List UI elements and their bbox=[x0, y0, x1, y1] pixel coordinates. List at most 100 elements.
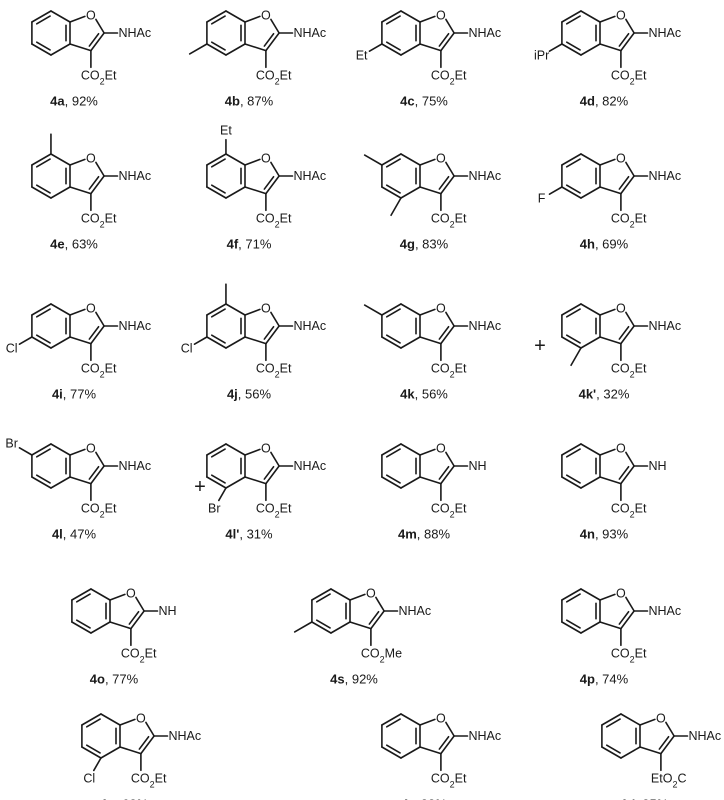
compound-4q: ONHAcCO2EtCl4q, 62% bbox=[81, 711, 202, 800]
ester-label: CO2Et bbox=[256, 501, 292, 519]
amide-label: NHAc bbox=[294, 169, 327, 183]
compound-label: 4e, 63% bbox=[50, 237, 98, 252]
compound-label: 4f, 71% bbox=[227, 237, 272, 252]
ester-label: CO2Et bbox=[256, 361, 292, 379]
compound-label: 4j, 56% bbox=[227, 387, 272, 402]
compound-label: 4s, 92% bbox=[330, 672, 378, 687]
amide-label: NHAc bbox=[649, 26, 682, 40]
ring-oxygen-label: O bbox=[436, 711, 446, 725]
ring-oxygen-label: O bbox=[86, 8, 96, 22]
ester-label: CO2Et bbox=[431, 361, 467, 379]
compound-label: 4m, 88% bbox=[398, 527, 450, 542]
plus-sign: + bbox=[194, 476, 206, 498]
compound-label: 4k', 32% bbox=[579, 387, 630, 402]
ester-label: CO2Et bbox=[81, 211, 117, 229]
amide-label: NHAc bbox=[169, 729, 202, 743]
amide-label: NHAc bbox=[689, 729, 722, 743]
ester-label: CO2Et bbox=[611, 646, 647, 664]
ester-label: CO2Et bbox=[611, 211, 647, 229]
ring-oxygen-label: O bbox=[436, 8, 446, 22]
amide-label: NHAc bbox=[469, 26, 502, 40]
compound-label: 4g, 83% bbox=[400, 237, 449, 252]
ring-oxygen-label: O bbox=[436, 151, 446, 165]
ring-oxygen-label: O bbox=[261, 441, 271, 455]
compound-label: 4b, 87% bbox=[225, 94, 274, 109]
substituent-label: Br bbox=[5, 436, 18, 450]
compound-label: 4r', 35% bbox=[620, 797, 669, 800]
compound-4r: ONHAcCO2Et4r, 38% bbox=[381, 711, 501, 800]
ester-label: CO2Et bbox=[611, 501, 647, 519]
compound-label: 4i, 77% bbox=[52, 387, 97, 402]
ring-oxygen-label: O bbox=[86, 151, 96, 165]
compound-label: 4l', 31% bbox=[225, 527, 273, 542]
amide-label: NHAc bbox=[119, 459, 152, 473]
ester-label: CO2Et bbox=[81, 361, 117, 379]
ring-oxygen-label: O bbox=[616, 8, 626, 22]
ring-oxygen-label: O bbox=[436, 301, 446, 315]
ring-oxygen-label: O bbox=[616, 301, 626, 315]
amide-label: NHAc bbox=[399, 604, 432, 618]
ester-label: CO2Et bbox=[256, 211, 292, 229]
compound-label: 4c, 75% bbox=[400, 94, 448, 109]
amide-label: NHAc bbox=[294, 26, 327, 40]
ester-label: EtO2C bbox=[651, 771, 687, 789]
ring-oxygen-label: O bbox=[86, 441, 96, 455]
compound-label: 4d, 82% bbox=[580, 94, 629, 109]
substituent-label: Cl bbox=[83, 771, 95, 785]
amide-label: NHAc bbox=[294, 319, 327, 333]
ester-label: CO2Et bbox=[431, 211, 467, 229]
amide-label: NHAc bbox=[469, 319, 502, 333]
compound-label: 4l, 47% bbox=[52, 527, 97, 542]
amide-label: NHAc bbox=[649, 604, 682, 618]
ring-oxygen-label: O bbox=[86, 301, 96, 315]
compound-label: 4o, 77% bbox=[90, 672, 139, 687]
compound-label: 4p, 74% bbox=[580, 672, 629, 687]
amide-label: NH bbox=[469, 459, 487, 473]
amide-label: NH bbox=[649, 459, 667, 473]
ring-oxygen-label: O bbox=[261, 8, 271, 22]
amide-label: NHAc bbox=[294, 459, 327, 473]
substituent-label: Cl bbox=[6, 342, 18, 356]
substituent-label: F bbox=[538, 192, 546, 206]
ester-label: CO2Et bbox=[81, 501, 117, 519]
amide-label: NHAc bbox=[649, 319, 682, 333]
ring-oxygen-label: O bbox=[366, 586, 376, 600]
substituent-label: Br bbox=[208, 501, 221, 515]
ring-oxygen-label: O bbox=[656, 711, 666, 725]
plus-sign: + bbox=[534, 335, 546, 357]
ring-oxygen-label: O bbox=[261, 151, 271, 165]
ring-oxygen-label: O bbox=[126, 586, 136, 600]
compound-label: 4k, 56% bbox=[400, 387, 448, 402]
ester-label: CO2Et bbox=[431, 771, 467, 789]
amide-label: NHAc bbox=[119, 319, 152, 333]
amide-label: NH bbox=[159, 604, 177, 618]
ester-label: CO2Me bbox=[361, 646, 402, 664]
substituent-label: Et bbox=[220, 124, 232, 138]
amide-label: NHAc bbox=[119, 169, 152, 183]
compound-label: 4r, 38% bbox=[401, 797, 447, 800]
ester-label: CO2Et bbox=[81, 68, 117, 86]
ring-oxygen-label: O bbox=[436, 441, 446, 455]
substituent-label: Cl bbox=[181, 342, 193, 356]
ring-oxygen-label: O bbox=[136, 711, 146, 725]
compound-label: 4n, 93% bbox=[580, 527, 629, 542]
substituent-label: iPr bbox=[534, 49, 549, 63]
compound-label: 4q, 62% bbox=[100, 797, 149, 800]
